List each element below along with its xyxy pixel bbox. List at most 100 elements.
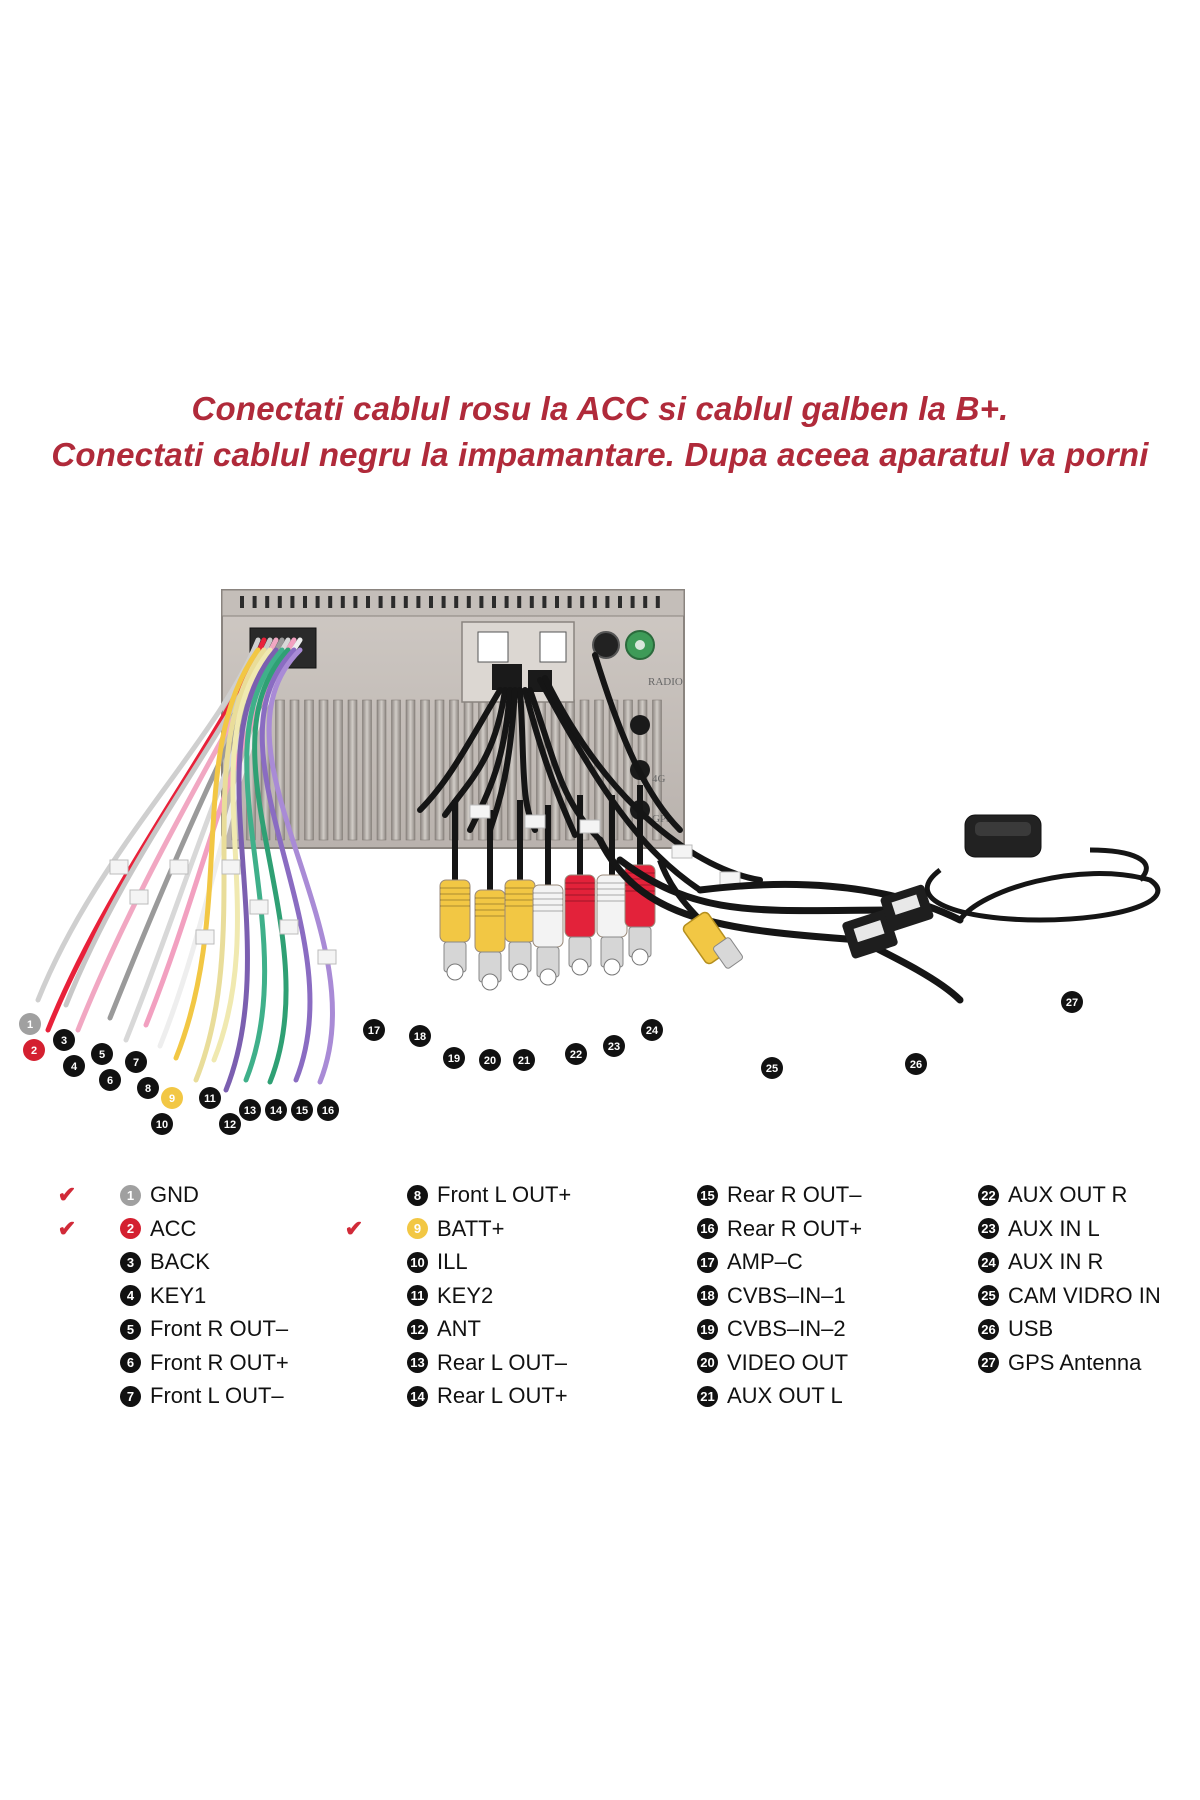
vent-slot [353, 596, 358, 608]
svg-text:2: 2 [31, 1045, 37, 1057]
svg-text:22: 22 [570, 1049, 582, 1061]
legend-label: USB [1008, 1316, 1054, 1341]
svg-text:7: 7 [133, 1057, 139, 1069]
vent-slot [416, 596, 421, 608]
heatsink-fin [318, 699, 329, 841]
legend-number-badge: 14 [407, 1385, 428, 1407]
legend-label: BACK [150, 1249, 210, 1274]
diagram-badge-6: 6 [99, 1069, 121, 1091]
heatsink-fin [289, 699, 300, 841]
legend-number-badge: 26 [978, 1318, 999, 1340]
rca-plug [564, 795, 596, 976]
legend-label: AUX IN R [1008, 1249, 1104, 1274]
legend-label: Front R OUT+ [150, 1349, 289, 1375]
harness-wire [211, 647, 273, 1063]
vent-slot [630, 596, 635, 608]
rca-plug [532, 805, 564, 986]
vent-slot [429, 596, 433, 608]
svg-text:5: 5 [99, 1049, 105, 1061]
legend-number-badge: 27 [978, 1352, 999, 1373]
vent-slot [315, 596, 320, 608]
head-unit-wiring-diagram: RADIO 4G GPS [19, 589, 1161, 1135]
vent-slot [454, 596, 459, 608]
rca-plug [504, 800, 536, 981]
checkmark-icon: ✔ [57, 1182, 77, 1207]
legend-number-badge: 17 [697, 1251, 718, 1273]
diagram-badge-4: 4 [63, 1055, 85, 1077]
vent-slot [479, 596, 484, 608]
legend-label: AUX IN L [1008, 1215, 1100, 1241]
legend-number-badge: 9 [407, 1218, 428, 1239]
svg-text:8: 8 [145, 1083, 151, 1095]
diagram-badge-21: 21 [513, 1049, 535, 1071]
legend-label: AUX OUT L [727, 1383, 843, 1408]
vent-slot [618, 596, 622, 608]
diagram-badge-27: 27 [1061, 991, 1083, 1013]
legend-number-badge: 25 [978, 1285, 999, 1306]
legend-label: GND [150, 1182, 199, 1207]
legend-number-badge: 8 [407, 1184, 428, 1206]
heatsink-fin [347, 699, 358, 841]
wire-tag [195, 929, 215, 945]
vent-slot [290, 596, 295, 608]
legend-label: CVBS–IN–1 [727, 1282, 846, 1308]
svg-text:21: 21 [518, 1055, 530, 1067]
diagram-badge-11: 11 [199, 1087, 221, 1109]
diagram-badge-10: 10 [151, 1113, 173, 1135]
legend-label: VIDEO OUT [727, 1349, 849, 1375]
vent-slot [643, 596, 648, 608]
legend-label: Front L OUT+ [437, 1182, 572, 1207]
vent-slot [567, 596, 572, 608]
usb-connector-2 [880, 884, 934, 932]
heatsink-fin [391, 699, 401, 841]
vent-slot [555, 596, 559, 608]
legend-label: BATT+ [437, 1215, 505, 1241]
svg-text:16: 16 [322, 1105, 334, 1117]
svg-text:3: 3 [61, 1035, 67, 1047]
camera-cable [657, 859, 743, 969]
legend-number-badge: 7 [120, 1385, 141, 1407]
vent-slot [605, 596, 610, 608]
diagram-badge-20: 20 [479, 1049, 501, 1071]
heatsink-fin [463, 699, 474, 841]
harness-wire [259, 647, 313, 1083]
legend-label: Rear L OUT+ [437, 1383, 568, 1408]
legend-label: ANT [437, 1316, 481, 1341]
diagram-badge-2: 2 [23, 1039, 45, 1061]
vent-slot [655, 596, 660, 608]
harness-wire [223, 647, 279, 1093]
legend-item-26: 26 USB [978, 1314, 1053, 1344]
svg-text:18: 18 [414, 1031, 426, 1043]
heatsink-fin [376, 699, 387, 841]
vent-slot [542, 596, 547, 608]
legend-number-badge: 15 [697, 1184, 718, 1206]
harness-wires [35, 637, 337, 1093]
wire-tag [671, 844, 693, 859]
svg-text:12: 12 [224, 1119, 236, 1131]
radio-socket-label: RADIO [648, 676, 683, 688]
legend-label: ACC [150, 1215, 197, 1241]
vent-slot [403, 596, 408, 608]
diagram-badge-25: 25 [761, 1057, 783, 1079]
legend-number-badge: 13 [407, 1352, 428, 1373]
heatsink-fin [405, 699, 416, 841]
svg-text:4: 4 [71, 1061, 78, 1073]
legend-number-badge: 21 [697, 1385, 718, 1407]
diagram-badge-3: 3 [53, 1029, 75, 1051]
vent-slot [366, 596, 370, 608]
